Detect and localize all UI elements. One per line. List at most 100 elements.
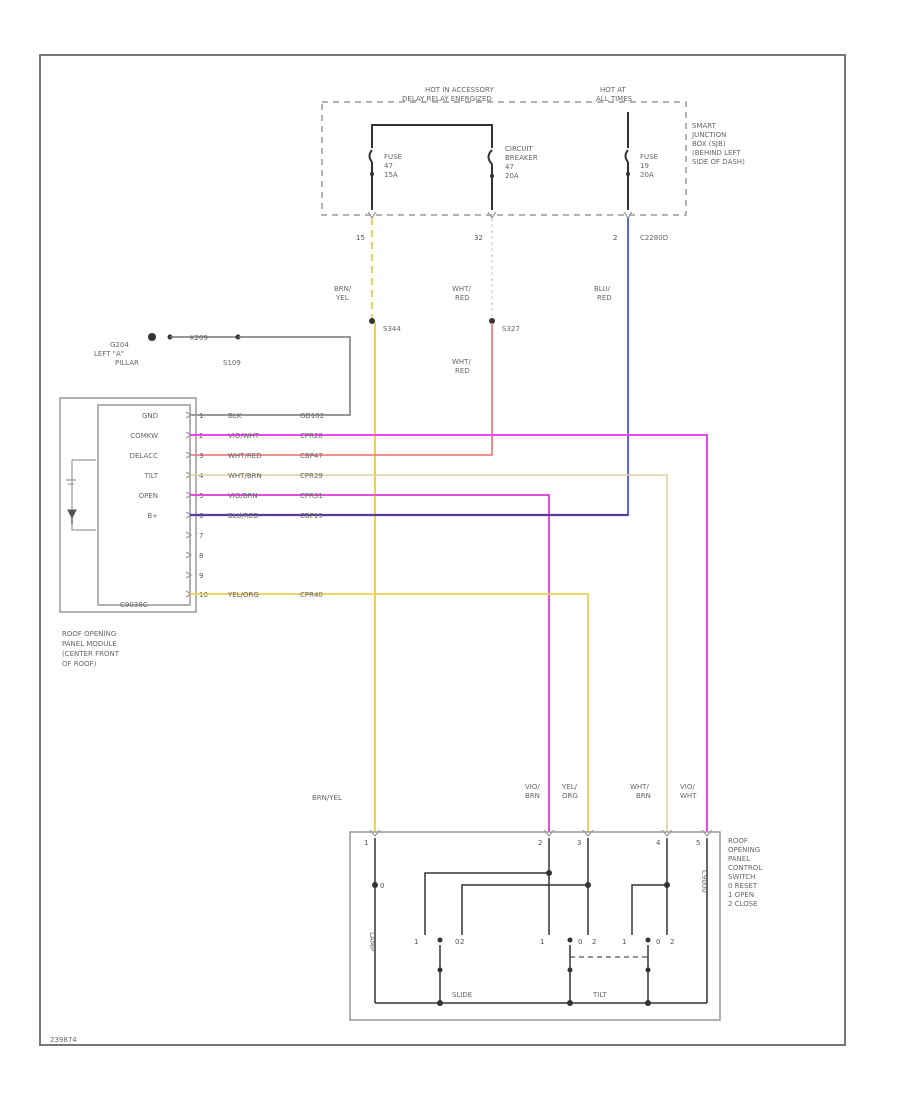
module-inner [97,404,191,606]
switch-caption-7: 1 OPEN [728,891,754,899]
svg-text:FUSE: FUSE [640,153,658,161]
switch-tilt-label: TILT [592,991,607,999]
svg-text:PILLAR: PILLAR [115,359,139,367]
smart-junction-box: HOT IN ACCESSORY DELAY RELAY ENERGIZED H… [321,86,745,242]
svg-text:1: 1 [414,938,418,946]
ground-splice: S109 [223,359,241,367]
switch-nodes [372,870,670,1006]
sjb-connector-pins: 15 32 2 C2280D [356,211,668,242]
svg-text:0: 0 [656,938,660,946]
svg-text:LEFT "A": LEFT "A" [94,350,124,358]
wire-vio-wht [190,434,708,832]
switch-pin-5: 5 [696,839,700,847]
sjb-label-4: (BEHIND LEFT [692,149,741,157]
sjb-label-1: SMART [692,122,717,130]
module-pin-9: 9 [199,572,203,580]
svg-text:CIRCUIT: CIRCUIT [505,145,534,153]
wire-blu-red: BLU/ RED [190,218,629,516]
module-wire-code-2: VIO/WHT [228,432,260,440]
switch-internal [374,838,708,1004]
switch-caption-2: OPENING [728,846,760,854]
module-pin-4: 4 [199,472,204,480]
svg-text:1: 1 [622,938,626,946]
hot-header-1: HOT IN ACCESSORY [425,86,494,94]
module-caption-4: OF ROOF) [62,660,97,668]
module-pin-label-tilt: TILT [143,472,158,480]
svg-text:BREAKER: BREAKER [505,154,538,162]
module-wire-code-6: BLU/RED [228,512,259,520]
svg-text:20A: 20A [640,171,654,179]
sjb-pin-32: 32 [474,234,483,242]
fuse-47: FUSE 47 15A [368,149,402,210]
module-pin-marker [185,411,193,419]
fuse-19: FUSE 19 20A [624,149,658,210]
sjb-bus [371,124,493,148]
module-circuit-2: CPR28 [300,432,323,440]
hot-header-3: HOT AT [600,86,627,94]
wire-wht-brn [190,474,668,832]
module-wire-code-3: WHT/RED [228,452,262,460]
svg-text:20A: 20A [505,172,519,180]
svg-text:0: 0 [380,882,384,890]
module-circuit-1: GD102 [300,412,324,420]
svg-text:WHT/: WHT/ [452,285,471,293]
module-circuit-5: CPR31 [300,492,323,500]
sjb-outline [321,101,687,216]
module-pin-label-delacc: DELACC [130,452,158,460]
svg-text:19: 19 [640,162,649,170]
svg-text:2: 2 [460,938,464,946]
svg-text:47: 47 [384,162,393,170]
module-circuit-3: CBP47 [300,452,323,460]
module-pin-label-open: OPEN [139,492,158,500]
svg-text:2: 2 [592,938,596,946]
switch-pin-1: 1 [364,839,368,847]
diagram-frame [39,54,846,1046]
module-pin-1: 1 [199,412,203,420]
module-wire-code-1: BLK [228,412,242,420]
module-pin-marker [185,451,193,459]
switch-caption-4: CONTROL [728,864,762,872]
sjb-label-3: BOX (SJB) [692,140,726,148]
module-caption-1: ROOF OPENING [62,630,116,638]
svg-text:BRN: BRN [636,792,651,800]
svg-text:RED: RED [455,294,470,302]
wire-label-brn-yel-switch: BRN/YEL [312,794,342,802]
ground-g204: G204 LEFT "A" PILLAR K209 S109 [94,333,351,416]
module-pin-7: 7 [199,532,203,540]
module-pin-marker [185,551,193,559]
module-wire-code-4: WHT/BRN [228,472,262,480]
module-caption-2: PANEL MODULE [62,640,117,648]
svg-text:ORG: ORG [562,792,578,800]
switch-caption-5: SWITCH [728,873,755,881]
svg-text:WHT: WHT [680,792,697,800]
splice-s344: S344 [383,325,401,333]
svg-text:15A: 15A [384,171,398,179]
figure-id: 239874 [50,1036,77,1044]
module-outer [59,397,197,613]
svg-text:WHT/: WHT/ [630,783,649,791]
module-pin-10: 10 [199,591,208,599]
sjb-connector-id: C2280D [640,234,668,242]
module-circuit-4: CPR29 [300,472,323,480]
wire-vio-brn [190,494,550,832]
svg-text:RED: RED [597,294,612,302]
module-pin-8: 8 [199,552,203,560]
svg-text:LAMP: LAMP [368,932,376,951]
switch-pin-2: 2 [538,839,542,847]
hot-header-4: ALL TIMES [596,95,633,103]
svg-text:YEL/: YEL/ [561,783,578,791]
sjb-label-5: SIDE OF DASH) [692,158,745,166]
svg-text:0: 0 [455,938,459,946]
svg-text:0: 0 [578,938,582,946]
wire-yel-org [190,593,589,832]
svg-text:BLU/: BLU/ [594,285,610,293]
switch-caption-1: ROOF [728,837,748,845]
roof-opening-panel-control-switch: 1 2 3 4 5 VIO/ BRN YEL/ ORG WHT/ BRN VIO… [349,783,762,1021]
module-pin-marker [185,531,193,539]
module-caption-3: (CENTER FRONT [62,650,120,658]
svg-text:2: 2 [670,938,674,946]
splice-s327: S327 [502,325,520,333]
sjb-label-2: JUNCTION [691,131,726,139]
module-pin-label-b: B+ [147,512,158,520]
